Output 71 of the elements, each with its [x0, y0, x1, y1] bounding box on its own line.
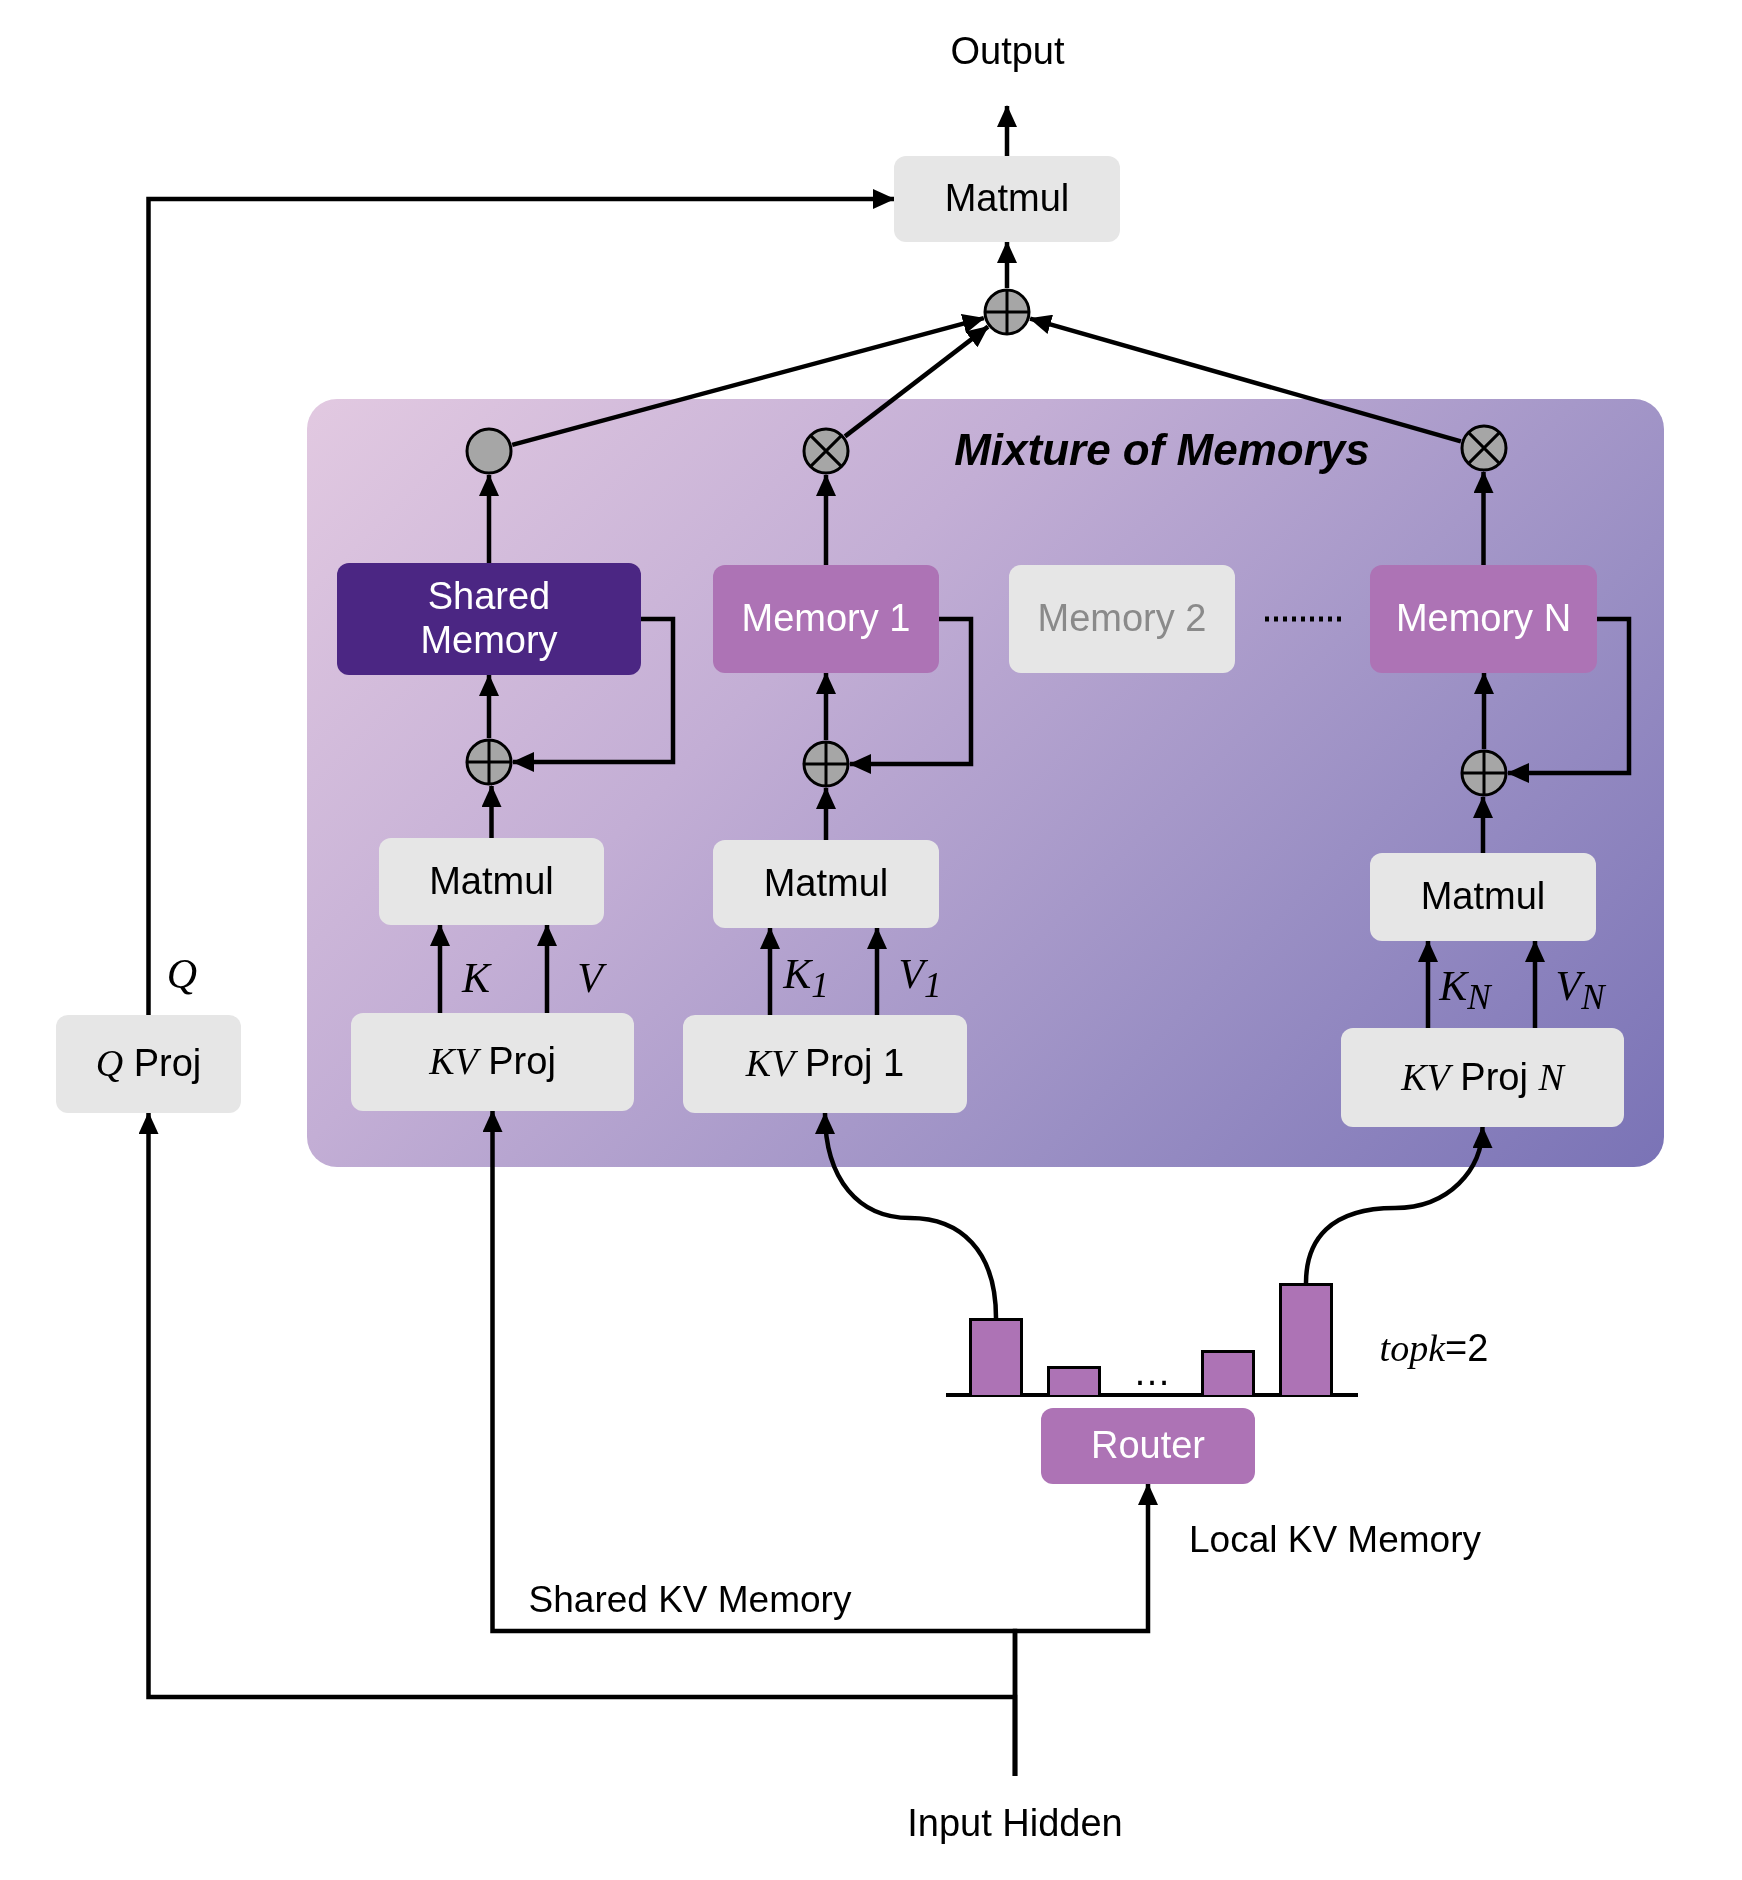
arrow [1303, 1126, 1492, 1284]
arrow [760, 927, 780, 1015]
arrow [816, 787, 836, 840]
edge-label: K$_{N}$ [1439, 961, 1491, 1019]
arrow [867, 927, 887, 1015]
process-box [56, 1015, 241, 1113]
process-box [337, 563, 641, 675]
box-label: Matmul [763, 862, 889, 906]
arrow [511, 314, 985, 447]
group-panel [307, 399, 1664, 1167]
flow-label: Input Hidden [907, 1802, 1123, 1846]
box-label: Router [1090, 1424, 1206, 1468]
arrow [1507, 616, 1632, 783]
edge-label: V$_{N}$ [1555, 961, 1605, 1019]
box-label: Matmul [1420, 875, 1546, 919]
flow-label: Output [950, 30, 1065, 74]
arrow [1525, 940, 1545, 1028]
arrow [816, 672, 836, 740]
arrow [481, 785, 502, 838]
process-box [683, 1015, 967, 1113]
box-label: KV Proj [429, 1040, 556, 1084]
process-box [894, 156, 1120, 242]
arrow [816, 474, 836, 565]
box-label: Memory N [1395, 597, 1572, 641]
edge-label: Shared KV Memory [528, 1579, 852, 1621]
score-bar [1279, 1283, 1333, 1395]
process-box [351, 1013, 634, 1111]
edge-label: K$_{1}$ [783, 949, 829, 1007]
edge-label: Local KV Memory [1189, 1519, 1481, 1561]
process-box [1370, 853, 1596, 941]
process-box [379, 838, 604, 925]
arrow [430, 924, 450, 1013]
arrow [1418, 940, 1438, 1028]
box-label: KV Proj 1 [745, 1042, 905, 1086]
arrow [146, 189, 895, 1015]
edge-label: V$_{1}$ [898, 949, 942, 1007]
box-label: Memory 2 [1037, 597, 1207, 641]
arrow [479, 674, 499, 738]
panel-title: Mixture of Memorys [953, 425, 1371, 475]
arrow [537, 924, 557, 1013]
score-bar [969, 1318, 1023, 1395]
box-label: Shared Memory [419, 575, 559, 663]
process-box [713, 565, 939, 673]
box-label: Memory 1 [741, 597, 911, 641]
box-label: Matmul [429, 859, 554, 904]
score-bar [1047, 1366, 1101, 1395]
box-label: Matmul [944, 177, 1070, 221]
arrow [479, 474, 499, 563]
arrow [1473, 796, 1493, 853]
arrow [815, 1112, 999, 1319]
annotation-label: topk=2 [1379, 1326, 1489, 1370]
edge-label: K [462, 954, 490, 1002]
arrow [843, 324, 990, 439]
arrow [1029, 314, 1462, 444]
process-box [1370, 565, 1597, 673]
box-label: Q Proj [95, 1042, 202, 1086]
arrow [997, 241, 1017, 288]
arrow [1012, 1483, 1158, 1776]
box-label: KV Proj N [1401, 1055, 1564, 1100]
annotation-label: … [1133, 1350, 1171, 1394]
arrow [849, 616, 974, 774]
arrow [1474, 672, 1494, 749]
arrow [997, 105, 1017, 156]
process-box [1041, 1408, 1255, 1484]
arrow [512, 616, 676, 772]
edge-label: Q [166, 950, 198, 998]
score-bar [1201, 1350, 1255, 1395]
process-box [713, 840, 939, 928]
process-box [1341, 1028, 1624, 1127]
process-box [1009, 565, 1235, 673]
arrow [1473, 471, 1494, 565]
